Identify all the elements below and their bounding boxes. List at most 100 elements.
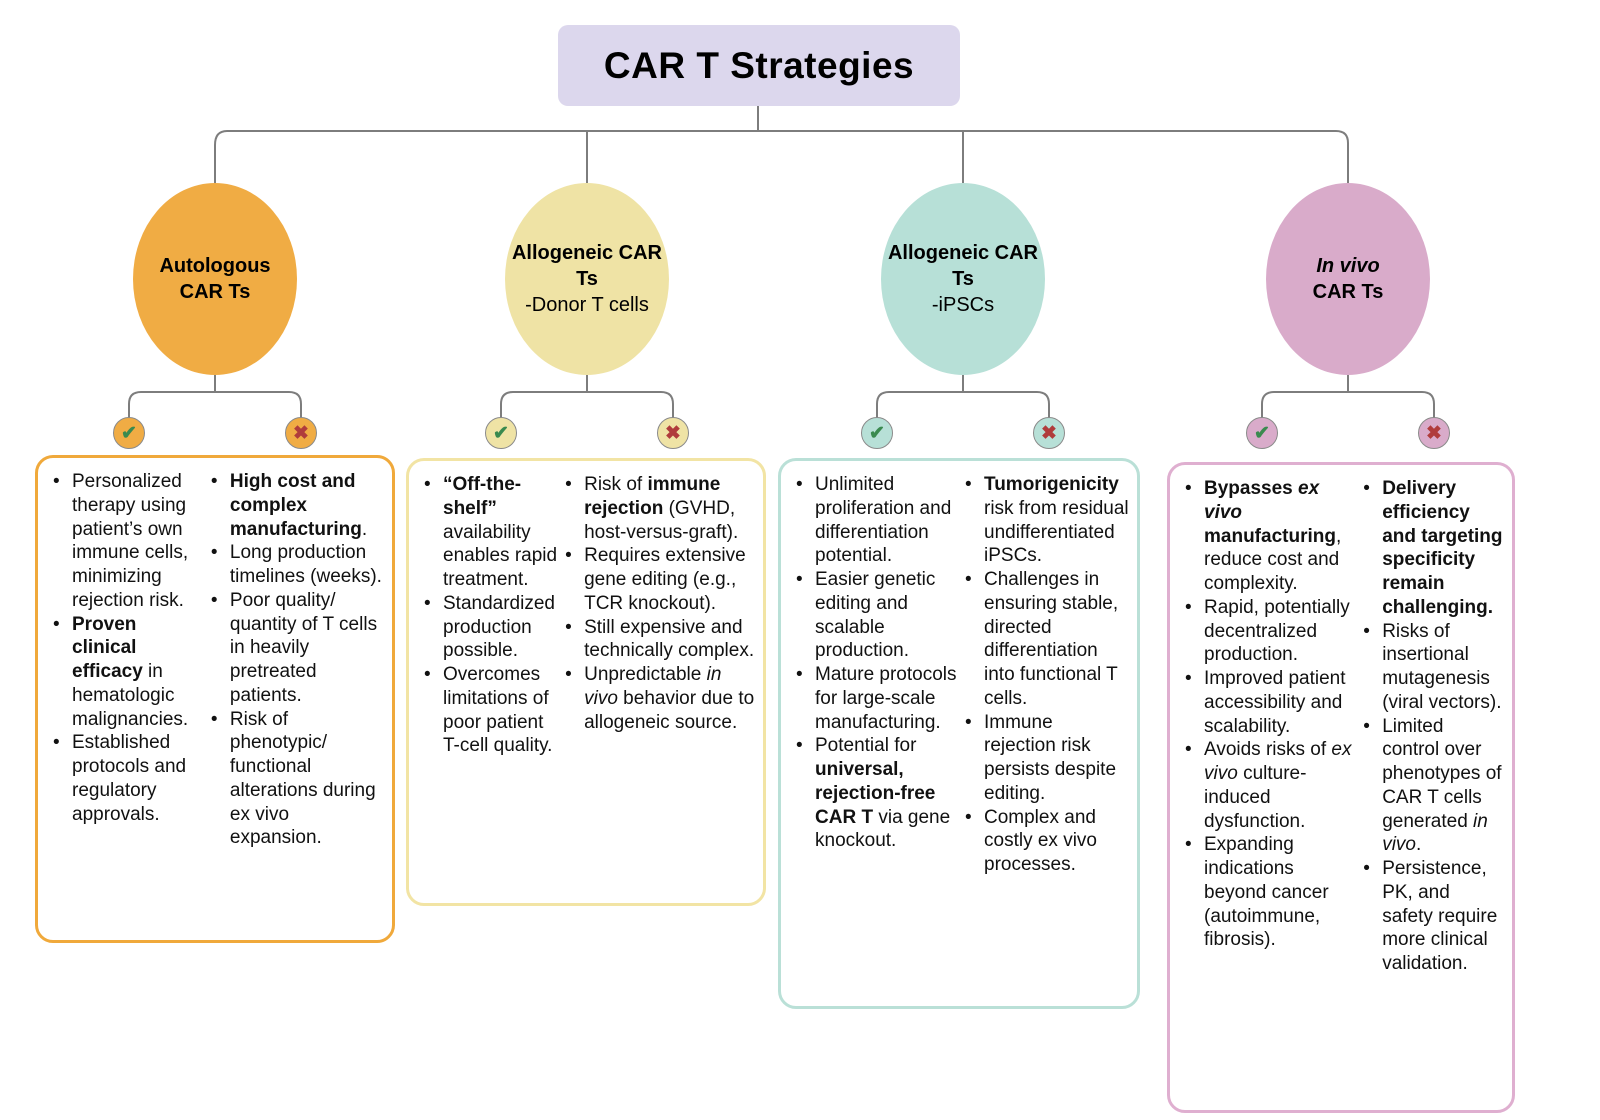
text-segment: Delivery efficiency and targeting specif… — [1382, 478, 1503, 618]
text-segment: Proven clinical efficacy — [72, 613, 143, 683]
branch-label: Allogeneic CAR Ts — [887, 242, 1039, 290]
text-segment: Potential for — [815, 735, 917, 757]
pros-item: Proven clinical efficacy in hematologic … — [48, 613, 206, 732]
cons-item: Requires extensive gene editing (e.g., T… — [560, 544, 755, 615]
text-segment: Long production timelines (weeks). — [229, 542, 382, 587]
cross-icon: ✖ — [1033, 417, 1065, 449]
pros-item: Unlimited proliferation and differentiat… — [791, 473, 960, 568]
branch-label: Allogeneic CAR Ts — [511, 242, 663, 290]
details-box-autologous-car-ts: Personalized therapy using patient’s own… — [35, 455, 395, 943]
text-segment: , reduce cost and complexity. — [1204, 525, 1342, 595]
cons-list: High cost and complex manufacturing.Long… — [206, 470, 384, 930]
branch-ellipse-allogeneic-car-ts-ipscs: Allogeneic CAR Ts -iPSCs — [881, 183, 1045, 375]
cons-list: Delivery efficiency and targeting specif… — [1358, 477, 1504, 1100]
text-segment: “Off-the-shelf” — [443, 474, 522, 519]
text-segment: behavior due to allogeneic source. — [584, 687, 755, 733]
text-segment: ex vivo — [1204, 739, 1352, 784]
cons-item: Risks of insertional mutagenesis (viral … — [1358, 620, 1504, 715]
text-segment: Rapid, potentially decentralized product… — [1204, 596, 1350, 666]
text-segment: in vivo — [584, 664, 722, 709]
cross-icon: ✖ — [285, 417, 317, 449]
branch-label: -iPSCs — [931, 294, 995, 316]
cons-item: Still expensive and technically complex. — [560, 616, 755, 664]
cons-item: Persistence, PK, and safety require more… — [1358, 857, 1504, 976]
cons-list: Risk of immune rejection (GVHD, host-ver… — [560, 473, 755, 893]
pros-item: Rapid, potentially decentralized product… — [1180, 596, 1358, 667]
cons-item: Immune rejection risk persists despite e… — [960, 711, 1129, 806]
text-segment: Unpredictable — [584, 664, 707, 685]
cons-item: Long production timelines (weeks). — [206, 541, 384, 589]
text-segment: Established protocols and regulatory app… — [72, 732, 187, 825]
text-segment: Standardized production possible. — [443, 592, 555, 662]
cons-list: Tumorigenicity risk from residual undiff… — [960, 473, 1129, 996]
pros-item: “Off-the-shelf” availability enables rap… — [419, 473, 560, 592]
branch-ellipse-autologous-car-ts: Autologous CAR Ts — [133, 183, 297, 375]
text-segment: Avoids risks of — [1204, 739, 1332, 761]
text-segment: Risks of insertional mutagenesis (viral … — [1382, 620, 1502, 713]
pros-item: Mature protocols for large-scale manufac… — [791, 663, 960, 734]
text-segment: risk from residual undifferentiated iPSC… — [984, 497, 1129, 567]
pros-item: Bypasses ex vivo manufacturing, reduce c… — [1180, 477, 1358, 596]
text-segment: availability enables rapid treatment. — [443, 521, 558, 591]
branch-ellipse-allogeneic-car-ts-donor-t-cells: Allogeneic CAR Ts -Donor T cells — [505, 183, 669, 375]
pros-item: Improved patient accessibility and scala… — [1180, 667, 1358, 738]
text-segment: universal, rejection-free CAR T — [815, 759, 936, 828]
text-segment: in hematologic malignancies. — [72, 661, 189, 730]
text-segment: Bypasses — [1204, 478, 1299, 499]
text-segment: Risk of phenotypic/ functional alteratio… — [229, 708, 376, 849]
check-icon: ✔ — [113, 417, 145, 449]
check-icon: ✔ — [1246, 417, 1278, 449]
text-segment: Personalized therapy using patient’s own… — [72, 471, 189, 611]
details-box-allogeneic-car-ts-ipscs: Unlimited proliferation and differentiat… — [778, 458, 1140, 1009]
text-segment: Risk of — [584, 474, 648, 495]
branch-label: In vivo — [1316, 255, 1380, 277]
text-segment: Overcomes limitations of poor patient T-… — [443, 664, 553, 757]
text-segment: Still expensive and technically complex. — [584, 616, 755, 662]
pros-item: Personalized therapy using patient’s own… — [48, 470, 206, 613]
cross-icon: ✖ — [1418, 417, 1450, 449]
branch-label: -Donor T cells — [525, 294, 649, 316]
text-segment: Requires extensive gene editing (e.g., T… — [584, 545, 746, 614]
root-node-title: CAR T Strategies — [558, 25, 960, 106]
cons-item: Delivery efficiency and targeting specif… — [1358, 477, 1504, 620]
details-box-in-vivo-car-ts: Bypasses ex vivo manufacturing, reduce c… — [1167, 462, 1515, 1113]
text-segment: Poor quality/ quantity of T cells in hea… — [229, 589, 378, 706]
cons-item: High cost and complex manufacturing. — [206, 470, 384, 541]
text-segment: Tumorigenicity — [984, 474, 1119, 495]
pros-item: Expanding indications beyond cancer (aut… — [1180, 833, 1358, 952]
pros-item: Standardized production possible. — [419, 592, 560, 663]
branch-label: CAR Ts — [1312, 281, 1384, 303]
text-segment: in vivo — [1382, 810, 1488, 856]
cons-item: Risk of immune rejection (GVHD, host-ver… — [560, 473, 755, 544]
text-segment: Persistence, PK, and safety require more… — [1382, 858, 1498, 974]
text-segment: Limited control over phenotypes of CAR T… — [1382, 715, 1502, 832]
text-segment: Easier genetic editing and scalable prod… — [815, 569, 936, 662]
cons-item: Limited control over phenotypes of CAR T… — [1358, 715, 1504, 858]
branch-label: Autologous CAR Ts — [159, 255, 271, 303]
check-icon: ✔ — [485, 417, 517, 449]
cons-item: Complex and costly ex vivo processes. — [960, 806, 1129, 877]
text-segment: Immune rejection risk persists despite e… — [984, 711, 1117, 804]
pros-item: Easier genetic editing and scalable prod… — [791, 568, 960, 663]
text-segment: manufacturing — [1204, 525, 1336, 547]
pros-list: Bypasses ex vivo manufacturing, reduce c… — [1180, 477, 1358, 1100]
text-segment: Unlimited proliferation and differentiat… — [815, 474, 952, 567]
text-segment: Improved patient accessibility and scala… — [1204, 668, 1346, 737]
cons-item: Challenges in ensuring stable, directed … — [960, 568, 1129, 711]
text-segment: via gene knockout. — [815, 806, 951, 852]
text-segment: culture-induced dysfunction. — [1204, 763, 1307, 832]
cons-item: Unpredictable in vivo behavior due to al… — [560, 663, 755, 734]
pros-item: Avoids risks of ex vivo culture-induced … — [1180, 738, 1358, 833]
text-segment: High cost and complex manufacturing — [229, 471, 362, 540]
cons-item: Risk of phenotypic/ functional alteratio… — [206, 708, 384, 851]
text-segment: (GVHD, host-versus-graft). — [584, 497, 739, 543]
pros-item: Overcomes limitations of poor patient T-… — [419, 663, 560, 758]
text-segment: . — [1415, 834, 1422, 856]
text-segment: Challenges in ensuring stable, directed … — [984, 569, 1119, 709]
text-segment: . — [361, 518, 368, 540]
pros-list: “Off-the-shelf” availability enables rap… — [419, 473, 560, 893]
cons-item: Poor quality/ quantity of T cells in hea… — [206, 589, 384, 708]
